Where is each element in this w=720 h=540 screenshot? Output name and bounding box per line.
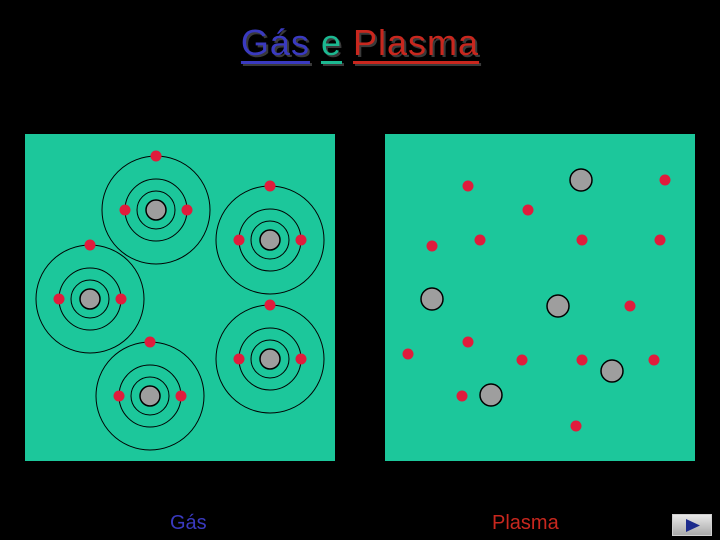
nucleus	[145, 199, 167, 221]
plasma-electrons	[402, 174, 671, 432]
electron	[402, 348, 414, 360]
electron	[150, 150, 162, 162]
electron	[175, 390, 187, 402]
electron	[264, 180, 276, 192]
electron	[144, 336, 156, 348]
electron	[115, 293, 127, 305]
nucleus	[259, 229, 281, 251]
electron	[576, 354, 588, 366]
electron	[576, 234, 588, 246]
gas-panel	[25, 134, 335, 461]
title-word-plasma: Plasma	[353, 22, 480, 63]
slide-title: Gás e Plasma	[0, 22, 720, 64]
electron	[295, 353, 307, 365]
ion	[600, 359, 624, 383]
electron	[264, 299, 276, 311]
electron	[570, 420, 582, 432]
electron	[456, 390, 468, 402]
plasma-ions	[420, 168, 624, 407]
ion	[479, 383, 503, 407]
electron	[624, 300, 636, 312]
electron	[119, 204, 131, 216]
electron	[462, 336, 474, 348]
gas-atoms	[35, 155, 325, 451]
electron	[181, 204, 193, 216]
ion	[420, 287, 444, 311]
electron	[84, 239, 96, 251]
electron	[659, 174, 671, 186]
electron	[648, 354, 660, 366]
plasma-caption: Plasma	[492, 512, 559, 534]
gas-caption: Gás	[170, 512, 207, 534]
electron	[113, 390, 125, 402]
electron	[53, 293, 65, 305]
title-word-gas: Gás	[240, 22, 310, 63]
electron	[516, 354, 528, 366]
gas-nuclei	[79, 199, 281, 407]
electron	[233, 353, 245, 365]
electron	[522, 204, 534, 216]
play-triangle-icon	[686, 519, 700, 532]
ion	[546, 294, 570, 318]
electron	[474, 234, 486, 246]
nucleus	[259, 348, 281, 370]
nucleus	[79, 288, 101, 310]
electron	[295, 234, 307, 246]
electron	[426, 240, 438, 252]
next-slide-button[interactable]	[672, 514, 712, 536]
ion	[569, 168, 593, 192]
electron	[233, 234, 245, 246]
electron	[462, 180, 474, 192]
gas-electrons	[53, 150, 307, 402]
electron	[654, 234, 666, 246]
title-word-e: e	[320, 22, 342, 63]
nucleus	[139, 385, 161, 407]
